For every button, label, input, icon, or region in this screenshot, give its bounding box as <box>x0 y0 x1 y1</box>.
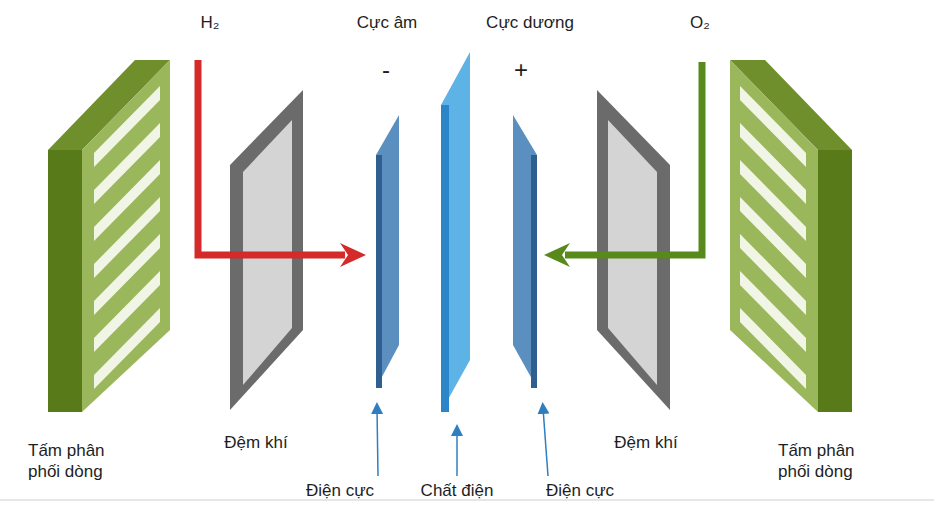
flow-plate <box>48 60 170 412</box>
part-label: Đệm khí <box>614 432 677 453</box>
plate-stripe <box>94 234 160 315</box>
plate-stripe <box>740 234 806 315</box>
gas-label: H₂ <box>201 12 220 33</box>
electrolyte <box>441 52 470 412</box>
part-label: Chất điện <box>421 480 494 501</box>
oxygen-feed-arrow <box>544 62 702 267</box>
electrode <box>376 115 399 388</box>
plate-stripe <box>94 271 160 352</box>
leader-line <box>377 408 378 476</box>
hydrogen-feed-arrow <box>198 60 366 267</box>
leader-line <box>456 430 458 476</box>
part-label: Tấm phân phối dòng <box>778 440 878 483</box>
gas-label: O₂ <box>690 12 710 33</box>
plate-stripe <box>740 160 806 241</box>
part-label: Đệm khí <box>224 432 287 453</box>
gas-gasket <box>230 90 303 410</box>
pole-label: Cực âm <box>357 12 418 33</box>
part-label: Tấm phân phối dòng <box>28 440 128 483</box>
part-label: Điện cực <box>306 480 374 501</box>
leader-line <box>543 408 548 476</box>
electrode <box>513 115 537 388</box>
part-label: Điện cực <box>546 480 614 501</box>
plate-stripe <box>740 271 806 352</box>
plate-stripe <box>94 308 160 389</box>
pole-label: Cực dương <box>486 12 574 33</box>
plate-stripe <box>94 86 160 167</box>
gas-gasket <box>597 90 670 410</box>
pole-sign: + <box>514 58 528 82</box>
plate-stripe <box>94 197 160 278</box>
plate-stripe <box>740 123 806 204</box>
plate-stripe <box>94 160 160 241</box>
flow-plate <box>730 60 852 412</box>
plate-stripe <box>740 197 806 278</box>
plate-stripe <box>740 308 806 389</box>
plate-stripe <box>94 123 160 204</box>
pole-sign: - <box>382 58 390 82</box>
plate-stripe <box>740 86 806 167</box>
